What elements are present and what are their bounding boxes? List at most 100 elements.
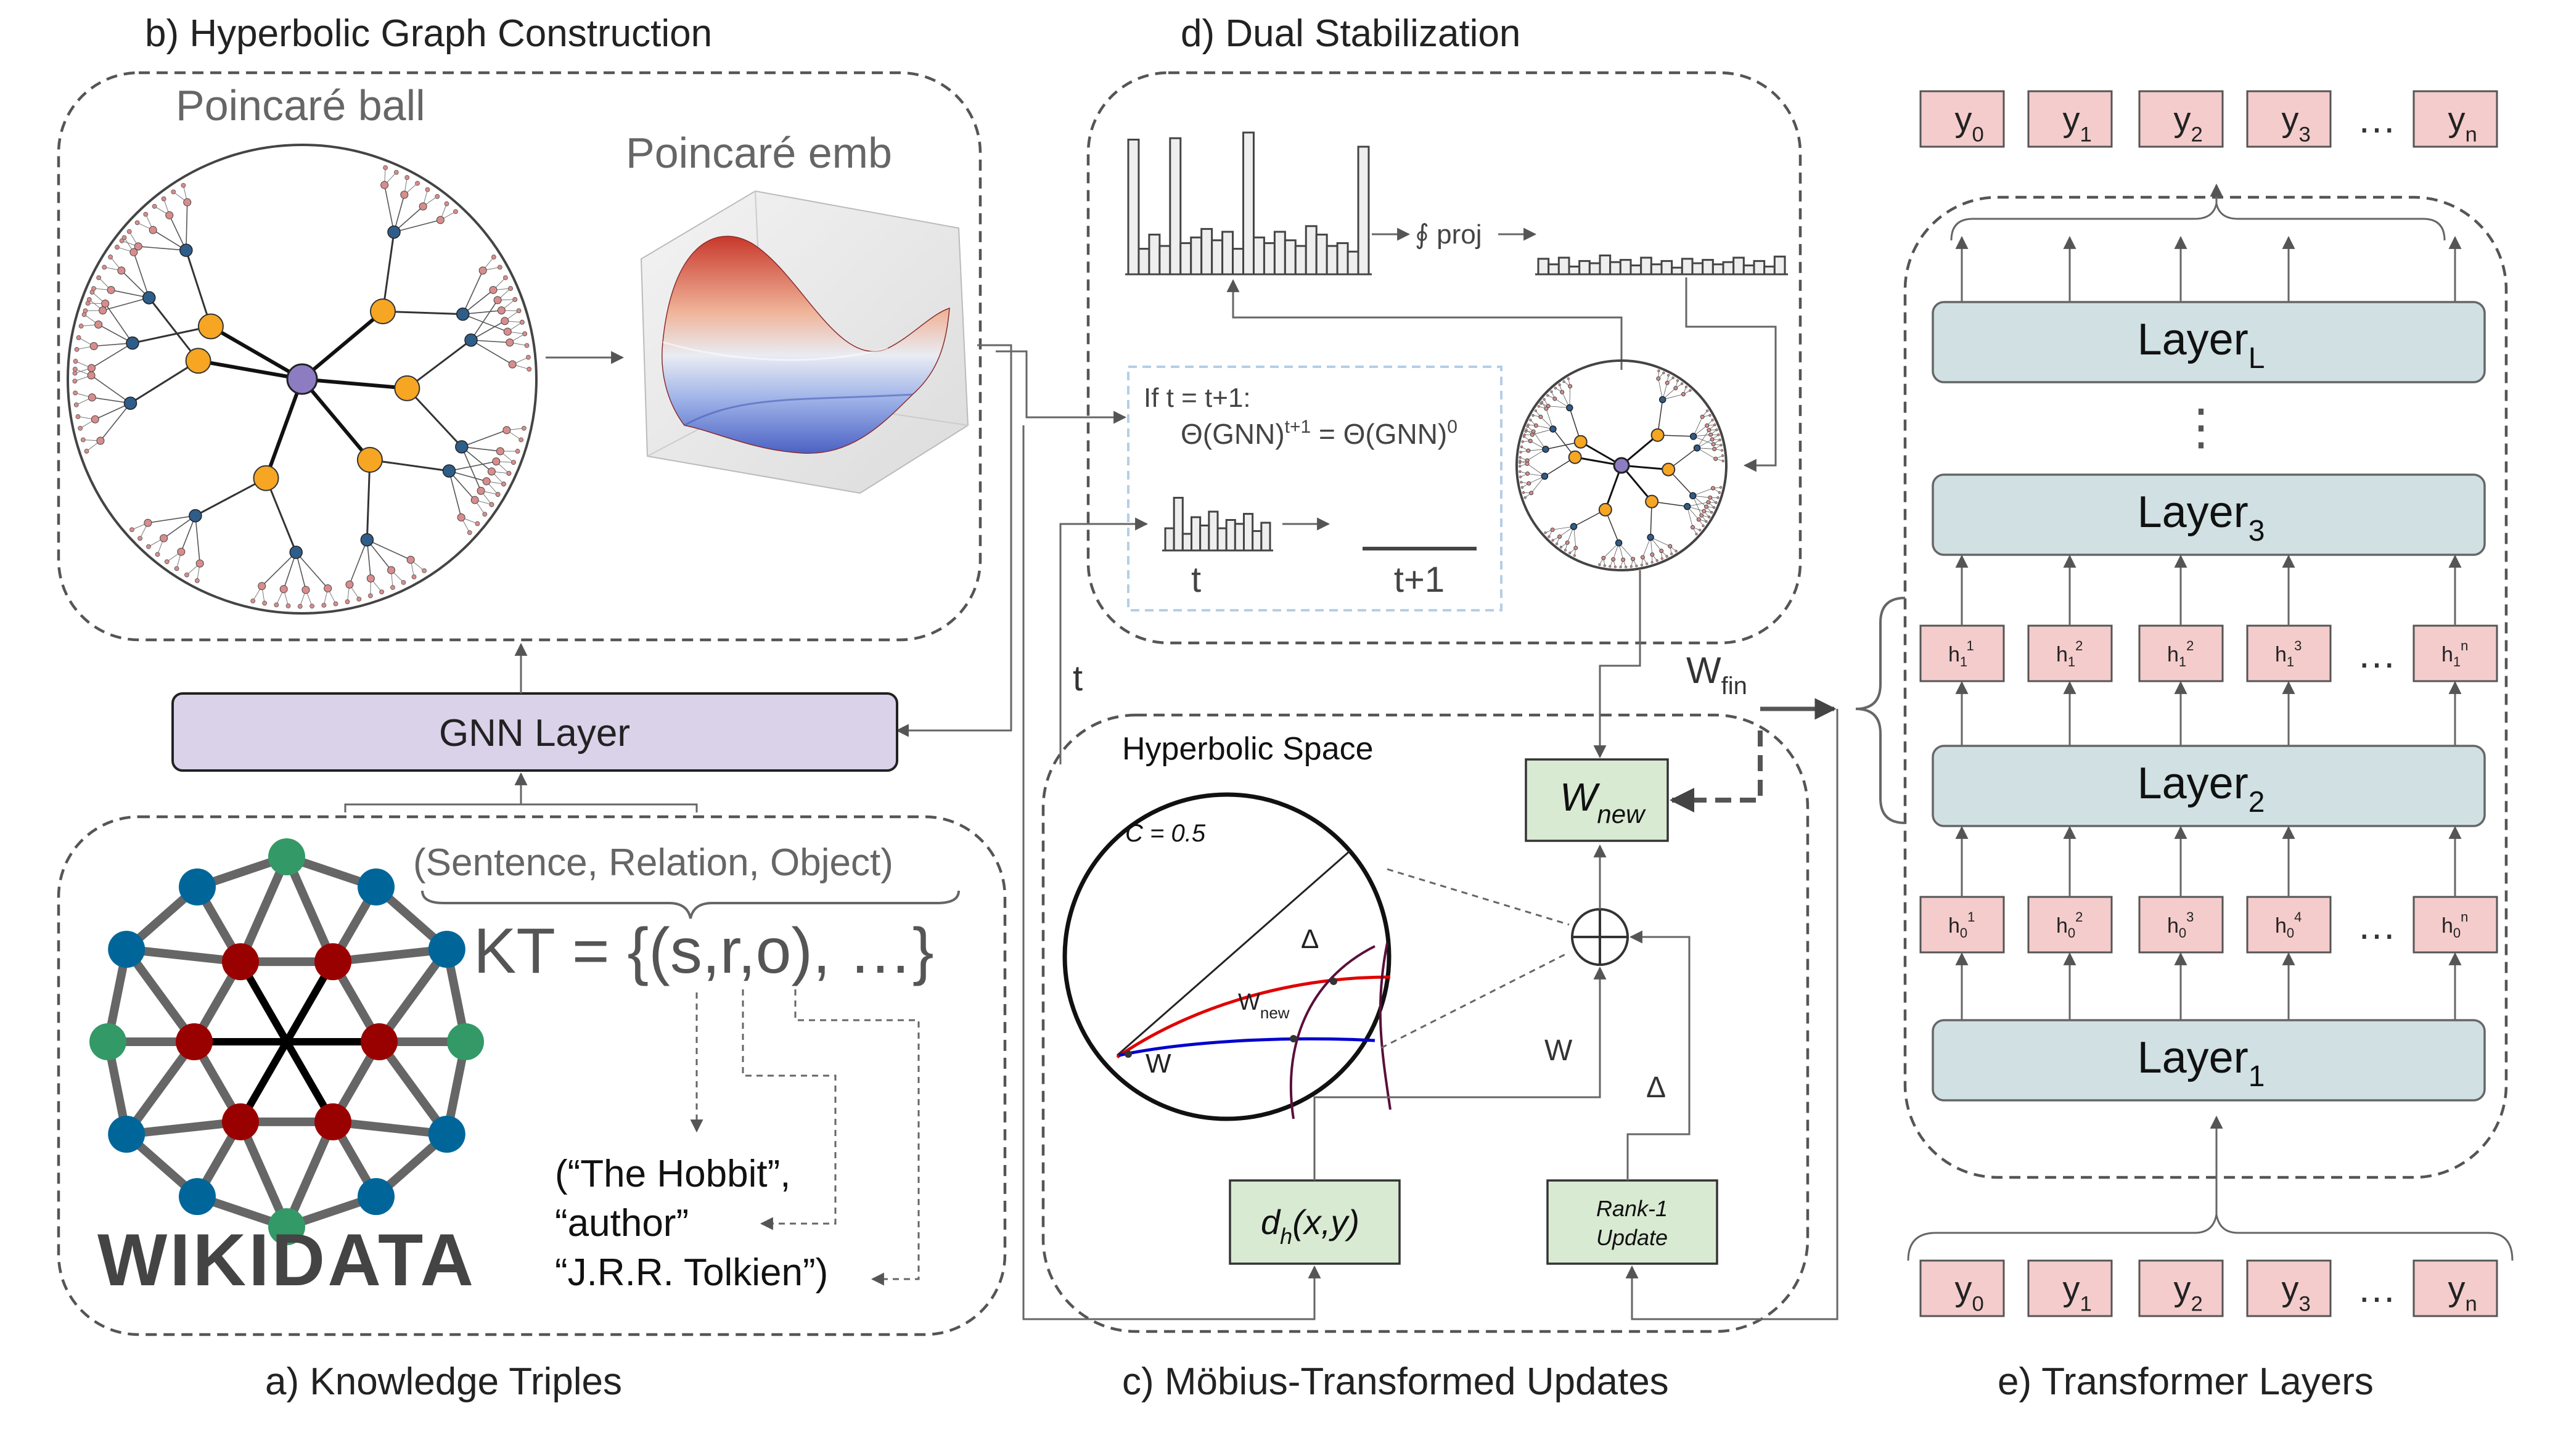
- tree-leaf-node: [1538, 414, 1543, 419]
- tree-leaf-node: [144, 518, 152, 527]
- panel-title-b: b) Hyperbolic Graph Construction: [145, 12, 712, 55]
- input-token-label: y1: [2063, 1269, 2092, 1316]
- stabilization-condition-box: [1127, 366, 1502, 611]
- tree-leaf-node: [1668, 544, 1673, 549]
- histogram-bar: [1619, 259, 1632, 276]
- tree-leaf-node: [117, 266, 126, 275]
- transformer-to-rank1-connector: [1625, 709, 1839, 1320]
- output-token-label: y1: [2063, 100, 2092, 147]
- condition-line-1: If t = t+1:: [1144, 383, 1251, 413]
- tree-leaf-node: [489, 285, 498, 294]
- tree-leaf-node: [1530, 432, 1535, 437]
- tree-root-node: [1613, 457, 1630, 474]
- hidden-h0-label: h03: [2167, 909, 2194, 941]
- histogram-bar: [1158, 245, 1171, 276]
- histogram-bar: [1326, 245, 1338, 276]
- disk-delta-label: Δ: [1301, 924, 1319, 954]
- tree-leaf-node: [526, 354, 531, 360]
- tree-leaf-node: [1710, 437, 1715, 442]
- tree-leaf-node: [161, 196, 166, 202]
- output-token-box: [2246, 90, 2332, 148]
- delta-arrow-label: Δ: [1646, 1071, 1666, 1104]
- panel-box-d: [1086, 71, 1802, 645]
- tree-leaf-node: [522, 331, 528, 337]
- wikidata-center-node: [279, 1034, 294, 1049]
- tree-leaf-node: [101, 299, 110, 308]
- tree-branch-node: [1573, 435, 1588, 449]
- gnn-layer-box: [171, 692, 898, 772]
- tree-leaf-node: [134, 242, 142, 251]
- tree-branch-node: [197, 313, 224, 340]
- tree-leaf-node: [457, 513, 465, 521]
- tree-leaf-node: [1525, 428, 1528, 431]
- tree-leaf-node: [516, 308, 522, 314]
- wikidata-outer-node: [108, 931, 146, 968]
- projection-label: ∮ proj: [1415, 219, 1482, 250]
- hyperbolic-space-title: Hyperbolic Space: [1122, 731, 1374, 767]
- tree-sub-node: [1689, 433, 1697, 440]
- tree-leaf-node: [1544, 531, 1547, 534]
- histogram-bar: [1181, 533, 1193, 552]
- tree-leaf-node: [519, 437, 524, 443]
- output-token-label: y0: [1955, 100, 1984, 147]
- input-token-label: yn: [2448, 1269, 2477, 1316]
- tree-leaf-node: [435, 194, 440, 199]
- tree-leaf-node: [1705, 520, 1708, 523]
- layer-3-box: [1932, 473, 2486, 556]
- triple-line-2: “author”: [555, 1202, 689, 1245]
- tree-leaf-node: [1711, 419, 1714, 422]
- tree-leaf-node: [83, 308, 88, 314]
- tree-leaf-node: [1702, 509, 1707, 513]
- tree-leaf-node: [503, 327, 512, 336]
- tree-leaf-node: [84, 449, 89, 454]
- tree-leaf-node: [1611, 557, 1616, 562]
- layer-2-box: [1932, 745, 2486, 827]
- histogram-bar: [1190, 236, 1203, 276]
- tree-leaf-node: [285, 603, 291, 608]
- tree-leaf-node: [508, 360, 517, 369]
- layer-3-label: Layer3: [2138, 488, 2265, 547]
- tree-sub-node: [464, 333, 478, 347]
- wikidata-mid-node: [179, 868, 216, 906]
- hidden-h1-box: [2138, 624, 2224, 682]
- wikidata-mid-node: [358, 1178, 395, 1216]
- tree-leaf-node: [1619, 565, 1622, 569]
- tree-sub-node: [360, 533, 374, 547]
- histogram-bar: [1711, 263, 1724, 276]
- rank1-to-add-arrow: [1626, 930, 1691, 1180]
- token-ellipsis: …: [2357, 97, 2396, 141]
- rank1-line-1: Rank-1: [1596, 1196, 1668, 1221]
- tree-leaf-node: [1712, 506, 1716, 509]
- panel-box-b: [57, 71, 982, 642]
- tree-sub-node: [1566, 404, 1573, 412]
- tree-leaf-node: [333, 601, 338, 607]
- histogram-bar: [1148, 234, 1161, 276]
- tree-branch-node: [1650, 428, 1665, 442]
- tree-leaf-node: [1521, 440, 1524, 443]
- tree-leaf-node: [1665, 380, 1670, 385]
- tree-branch-node: [1598, 502, 1612, 517]
- hidden-h1-box: [2027, 624, 2113, 682]
- histogram-bar: [1691, 262, 1704, 276]
- tree-leaf-node: [1522, 491, 1525, 494]
- output-token-label: y2: [2174, 100, 2203, 147]
- tree-leaf-node: [390, 585, 395, 590]
- tree-leaf-node: [1675, 549, 1678, 553]
- histogram-bar: [1702, 259, 1714, 276]
- tree-leaf-node: [411, 574, 417, 579]
- tree-leaf-node: [506, 338, 514, 347]
- tree-leaf-node: [194, 578, 200, 583]
- tree-leaf-node: [1527, 481, 1531, 486]
- tree-leaf-node: [383, 165, 388, 170]
- poincare-ball-graph: [67, 144, 538, 615]
- histogram-bar: [1221, 231, 1234, 276]
- tree-leaf-node: [152, 203, 157, 209]
- tree-leaf-node: [119, 238, 125, 243]
- tree-leaf-node: [1568, 384, 1573, 389]
- tree-leaf-node: [519, 319, 525, 325]
- hidden-h1-label: h13: [2275, 638, 2302, 669]
- kt-formula: KT = {(s,r,o), …}: [473, 915, 934, 987]
- tree-leaf-node: [1708, 495, 1713, 500]
- curvature-label: C = 0.5: [1125, 820, 1206, 847]
- tree-leaf-node: [1573, 554, 1576, 557]
